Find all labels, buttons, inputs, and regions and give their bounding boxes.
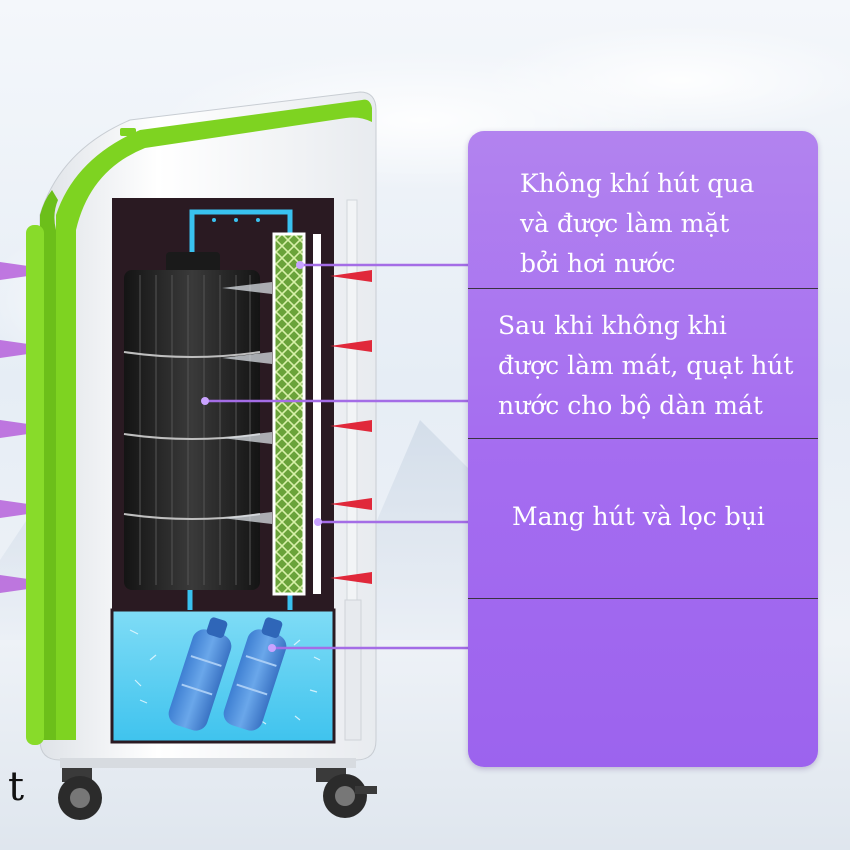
panel-divider	[468, 288, 818, 289]
callout-dots	[201, 261, 322, 652]
panel-divider	[468, 438, 818, 439]
caption-line: nước cho bộ dàn mát	[498, 391, 763, 420]
caption-line: Mang hút và lọc bụi	[512, 502, 765, 531]
warm-air-intake-arrows	[330, 270, 372, 584]
caption-line: Sau khi không khi	[498, 311, 727, 340]
intake-airflow-streaks	[0, 262, 28, 593]
corner-text-fragment: t	[8, 764, 25, 810]
caption-line: bởi hơi nước	[520, 249, 676, 278]
caption-fan-cooling: Sau khi không khi được làm mát, quạt hút…	[498, 306, 793, 426]
cooling-pad	[272, 232, 306, 596]
caption-dust-filter: Mang hút và lọc bụi	[512, 497, 765, 537]
caption-line: được làm mát, quạt hút	[498, 351, 794, 380]
ice-bottle	[223, 617, 287, 731]
caption-line: và được làm mặt	[520, 209, 730, 238]
cool-air-streaks	[222, 282, 272, 524]
ice-bottle	[168, 617, 232, 731]
side-handle	[26, 225, 44, 745]
panel-divider	[468, 598, 818, 599]
caption-line: Không khí hút qua	[520, 169, 755, 198]
callout-leaders	[205, 263, 468, 650]
caption-air-intake: Không khí hút qua và được làm mặt bởi hơ…	[520, 164, 754, 284]
caption-panel: Không khí hút qua và được làm mặt bởi hơ…	[468, 131, 818, 767]
dust-filter	[313, 234, 321, 594]
fan-drum	[123, 252, 261, 590]
caster-wheels	[58, 758, 377, 820]
water-drips	[212, 218, 260, 222]
